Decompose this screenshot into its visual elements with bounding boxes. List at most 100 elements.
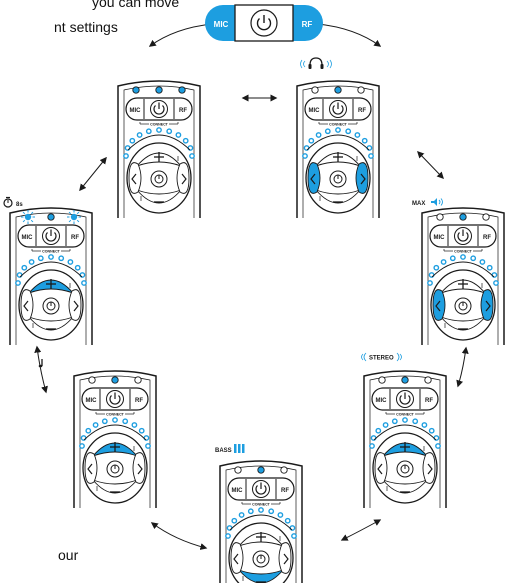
flow-arrows	[34, 23, 469, 550]
rf-button: RF	[135, 398, 143, 404]
connect-label: CONNECT	[150, 123, 169, 127]
label-headphones	[300, 57, 332, 69]
led-off	[311, 86, 319, 94]
remote-lower-right: MIC RF CONNECT	[363, 370, 447, 508]
chevron-right-icon	[427, 463, 433, 475]
led-on	[132, 86, 140, 94]
led-off	[234, 466, 242, 474]
remote-body-inner	[123, 85, 195, 218]
led-ring	[369, 417, 441, 449]
caption-top-line1: you can move	[92, 0, 180, 10]
prev-button	[374, 452, 388, 484]
timer-icon	[3, 196, 13, 208]
mic-button: MIC	[309, 108, 321, 114]
led-ring	[15, 254, 87, 286]
label-music	[38, 359, 43, 368]
chevron-right-icon	[181, 173, 187, 185]
led-on	[459, 213, 467, 221]
led-on	[401, 376, 409, 384]
rf-button: RF	[71, 235, 79, 241]
led-ring	[427, 254, 499, 286]
power-icon	[396, 390, 414, 408]
label-timer: 8s	[3, 196, 23, 208]
rf-button: RF	[483, 235, 491, 241]
led-on	[47, 213, 55, 221]
headphones-wave-left-icon	[300, 59, 306, 69]
remote-lower-left: MIC RF CONNECT	[73, 370, 157, 508]
arrow-bottom-right	[340, 519, 382, 541]
mic-button: MIC	[376, 398, 388, 404]
arrow-pill-to-left	[148, 23, 213, 47]
connect-label: CONNECT	[329, 123, 348, 127]
led-on	[155, 86, 163, 94]
chevron-left-icon	[310, 173, 316, 185]
mic-button: MIC	[434, 235, 446, 241]
center-power-icon	[454, 297, 472, 315]
label-max: MAX	[412, 198, 443, 207]
rf-button: RF	[425, 398, 433, 404]
top-pill: MIC RF	[205, 4, 323, 42]
chevron-right-icon	[137, 463, 143, 475]
led-off	[357, 86, 365, 94]
prev-button	[230, 542, 244, 574]
center-power-icon	[329, 170, 347, 188]
chevron-left-icon	[233, 553, 239, 565]
rf-button: RF	[281, 488, 289, 494]
prev-button	[84, 452, 98, 484]
top-pill-mic-label: MIC	[214, 20, 229, 29]
connect-label: CONNECT	[106, 413, 125, 417]
remote-body-inner	[369, 375, 441, 508]
led-off	[280, 466, 288, 474]
led-off	[482, 213, 490, 221]
caption-top-line2: nt settings	[54, 19, 118, 35]
remote-body	[117, 80, 201, 218]
prev-button	[20, 289, 34, 321]
remote-body-inner	[427, 212, 499, 345]
power-icon	[252, 480, 270, 498]
bass-bars-icon	[234, 444, 245, 453]
label-bass: BASS	[215, 444, 245, 454]
mic-button: MIC	[86, 398, 98, 404]
timer-label: 8s	[16, 202, 23, 208]
remote-body	[73, 370, 157, 508]
led-on	[111, 376, 119, 384]
chevron-left-icon	[23, 300, 29, 312]
connect-label: CONNECT	[42, 250, 61, 254]
sun-icon	[67, 210, 81, 224]
next-button	[176, 162, 190, 194]
remote-body-inner	[225, 465, 297, 583]
center-power-icon	[396, 460, 414, 478]
led-ring	[79, 417, 151, 449]
caption-bottom-line1: our	[58, 547, 79, 563]
max-label: MAX	[412, 201, 425, 207]
led-ring	[225, 507, 297, 539]
power-icon	[106, 390, 124, 408]
stereo-label: STEREO	[369, 356, 394, 362]
d-pad	[305, 142, 371, 214]
chevron-left-icon	[435, 300, 441, 312]
chevron-right-icon	[360, 173, 366, 185]
remote-body	[421, 207, 505, 345]
rf-button: RF	[179, 108, 187, 114]
headphones-wave-right-icon	[326, 59, 332, 69]
d-pad	[430, 269, 496, 341]
led-off	[436, 213, 444, 221]
d-pad	[372, 432, 438, 504]
next-button	[132, 452, 146, 484]
center-power-icon	[150, 170, 168, 188]
led-on	[334, 86, 342, 94]
arrow-right-upper	[417, 150, 444, 180]
chevron-left-icon	[131, 173, 137, 185]
d-pad	[228, 522, 294, 583]
next-button	[68, 289, 82, 321]
mic-button: MIC	[232, 488, 244, 494]
led-on	[178, 86, 186, 94]
connect-label: CONNECT	[396, 413, 415, 417]
power-icon	[42, 227, 60, 245]
